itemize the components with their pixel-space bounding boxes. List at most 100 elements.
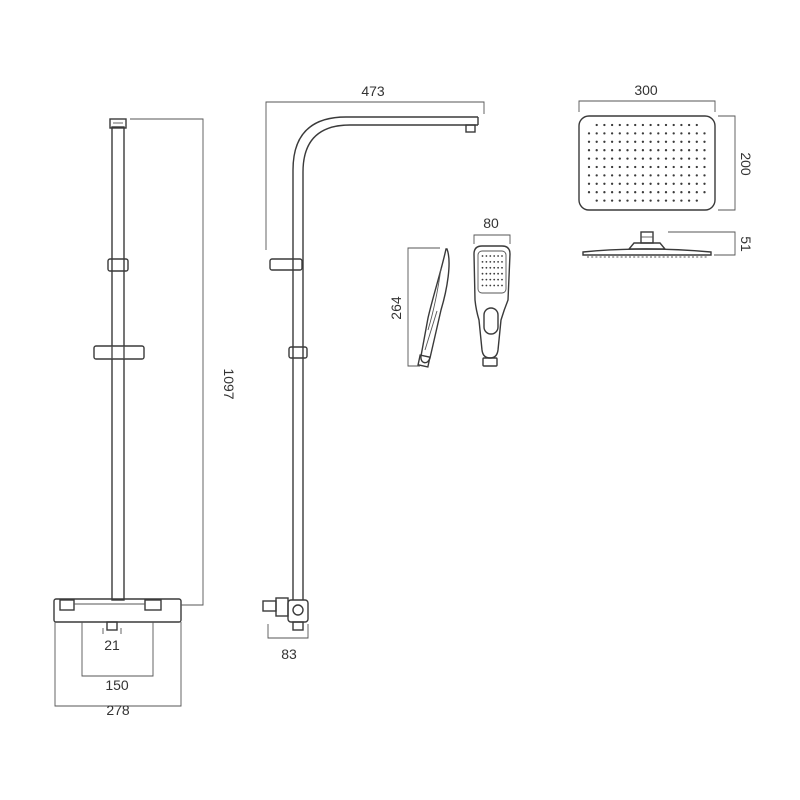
nozzle-dot bbox=[497, 272, 499, 275]
nozzle-dot bbox=[610, 140, 614, 143]
nozzle-dot bbox=[489, 266, 492, 269]
nozzle-dot bbox=[595, 140, 598, 143]
nozzle-dot bbox=[603, 182, 606, 185]
handset-spray-face bbox=[477, 250, 507, 294]
nozzle-dot bbox=[485, 284, 488, 287]
shower-arm bbox=[292, 116, 478, 600]
nozzle-dot bbox=[649, 149, 652, 152]
nozzle-dot bbox=[649, 132, 652, 135]
handset-button bbox=[483, 307, 499, 335]
nozzle-dot bbox=[695, 132, 698, 135]
nozzle-dot bbox=[595, 199, 598, 202]
rain-head-side-plate bbox=[582, 248, 712, 256]
nozzle-dot bbox=[687, 191, 691, 194]
nozzle-dot bbox=[641, 140, 645, 143]
nozzle-dot bbox=[687, 174, 691, 177]
nozzle-dot bbox=[657, 174, 660, 177]
nozzle-dot bbox=[626, 140, 629, 143]
nozzle-dot bbox=[481, 272, 484, 275]
nozzle-dot bbox=[610, 165, 614, 169]
nozzle-dot bbox=[680, 165, 683, 169]
nozzle-dot bbox=[595, 132, 598, 135]
riser-pipe bbox=[111, 126, 125, 601]
nozzle-dot bbox=[610, 123, 614, 127]
nozzle-dot bbox=[603, 191, 606, 194]
riser-bracket bbox=[107, 258, 129, 272]
handset-length-label: 264 bbox=[388, 296, 404, 320]
nozzle-dot bbox=[603, 199, 606, 202]
nozzle-dot bbox=[695, 191, 698, 194]
nozzle-dot bbox=[493, 284, 496, 287]
nozzle-dot bbox=[695, 199, 698, 202]
nozzle-dot bbox=[610, 149, 614, 152]
nozzle-dot bbox=[680, 199, 683, 202]
nozzle-dot bbox=[634, 123, 637, 127]
nozzle-dot bbox=[489, 261, 492, 263]
nozzle-dot bbox=[610, 191, 614, 194]
nozzle-dot bbox=[649, 140, 652, 143]
nozzle-dot bbox=[680, 174, 683, 177]
side-bracket bbox=[269, 258, 303, 271]
nozzle-dot bbox=[657, 149, 660, 152]
nozzle-dot bbox=[680, 123, 683, 127]
nozzle-dot bbox=[634, 149, 637, 152]
nozzle-dot bbox=[485, 278, 488, 281]
nozzle-dot bbox=[493, 278, 496, 281]
nozzle-dot bbox=[626, 123, 629, 127]
nozzle-dot bbox=[626, 174, 629, 177]
nozzle-dot bbox=[618, 132, 621, 135]
nozzle-dot bbox=[672, 174, 675, 177]
handset-hose-nut bbox=[417, 354, 431, 368]
nozzle-dot bbox=[610, 182, 614, 185]
valve-depth-label: 21 bbox=[104, 637, 120, 653]
nozzle-dot bbox=[672, 132, 675, 135]
rain-head-top-view bbox=[578, 100, 736, 211]
nozzle-dot bbox=[703, 149, 706, 152]
nozzle-dot bbox=[641, 165, 645, 169]
nozzle-dot bbox=[703, 174, 706, 177]
nozzle-dot bbox=[618, 182, 621, 185]
nozzle-dot bbox=[641, 174, 645, 177]
handset-profile bbox=[420, 248, 450, 364]
nozzle-dot bbox=[641, 149, 645, 152]
nozzle-dot bbox=[485, 266, 488, 269]
nozzle-dot bbox=[664, 165, 668, 169]
head-depth-dim-line bbox=[718, 115, 736, 211]
riser-height-label: 1097 bbox=[221, 368, 237, 399]
nozzle-dot bbox=[680, 182, 683, 185]
valve-side-handle bbox=[262, 600, 277, 612]
nozzle-dot bbox=[610, 132, 614, 135]
nozzle-dot bbox=[610, 174, 614, 177]
nozzle-dot bbox=[485, 272, 488, 275]
nozzle-dot bbox=[634, 199, 637, 202]
nozzle-dot bbox=[664, 157, 668, 160]
nozzle-dot bbox=[481, 255, 484, 257]
nozzle-dot bbox=[649, 165, 652, 169]
nozzle-dot bbox=[618, 149, 621, 152]
head-width-dim-line bbox=[578, 100, 716, 112]
nozzle-dot bbox=[649, 191, 652, 194]
head-height-dim-line bbox=[668, 231, 736, 256]
nozzle-dot bbox=[595, 174, 598, 177]
handset-length-dim-line bbox=[407, 247, 440, 367]
nozzle-dot bbox=[493, 266, 496, 269]
nozzle-dot bbox=[618, 140, 621, 143]
nozzle-dot bbox=[634, 182, 637, 185]
nozzle-dot bbox=[672, 140, 675, 143]
riser-top-cap bbox=[109, 118, 127, 129]
nozzle-dot bbox=[618, 157, 621, 160]
nozzle-dot bbox=[626, 165, 629, 169]
nozzle-dot bbox=[481, 261, 484, 263]
nozzle-dot bbox=[489, 255, 492, 257]
nozzle-dot bbox=[489, 278, 492, 281]
nozzle-dot bbox=[672, 182, 675, 185]
nozzle-dot bbox=[634, 174, 637, 177]
nozzle-dot bbox=[657, 191, 660, 194]
side-view bbox=[262, 101, 485, 639]
head-depth-label: 200 bbox=[738, 152, 754, 176]
handset-width-dim-line bbox=[473, 234, 511, 244]
nozzle-dot bbox=[649, 182, 652, 185]
handset-slider bbox=[93, 345, 145, 360]
